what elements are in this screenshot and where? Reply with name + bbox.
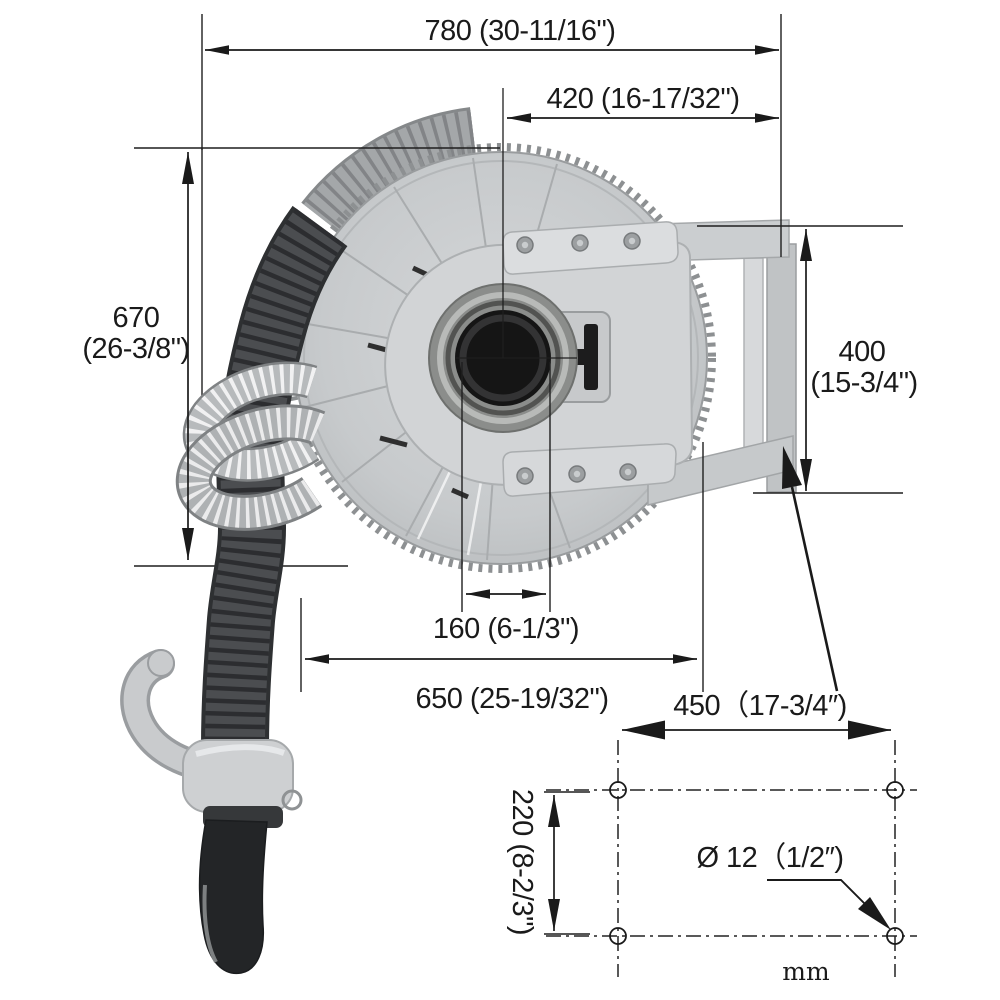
dim-400-label-in: (15-3/4"): [810, 367, 917, 399]
dim-670-label-in: (26-3/8"): [82, 333, 189, 365]
reel-inner-ring: [303, 160, 699, 556]
handle-assembly: [120, 649, 303, 975]
cuff-ring: [281, 789, 303, 811]
hole-leader-arrow: [767, 879, 891, 930]
dim-420-label: 420 (16-17/32"): [546, 83, 739, 115]
unit-label: mm: [782, 957, 830, 986]
hole-diameter-label: Ø 12（1/2″): [696, 842, 843, 874]
dimension-annotations: 780 (30-11/16") 420 (16-17/32") 670 (26-…: [82, 14, 918, 986]
hanging-hose: [201, 205, 348, 749]
bolt-pattern: 450（17-3/4″) 220 (8-2/3") Ø 12（1/2″) mm: [506, 690, 917, 986]
nozzle: [198, 819, 268, 975]
coiled-hose-arc: [301, 107, 477, 234]
dim-670-label-mm: 670: [113, 302, 160, 334]
dim-450-label: 450（17-3/4″): [673, 690, 847, 722]
bracket-inner-bar: [743, 257, 764, 469]
dim-220-label: 220 (8-2/3"): [506, 789, 538, 935]
bolt-holes: [609, 781, 904, 945]
disc-scratches: [416, 466, 484, 556]
dim-160-label: 160 (6-1/3"): [433, 613, 579, 645]
dim-400-label-mm: 400: [839, 336, 886, 368]
dim-650-label: 650 (25-19/32"): [415, 683, 608, 715]
bracket-leader-arrow: [782, 446, 839, 692]
hub-bottom-flange: [502, 443, 677, 497]
flange-bolts: [516, 232, 641, 485]
hook-tip: [147, 649, 175, 677]
dim-780-label: 780 (30-11/16"): [425, 15, 616, 47]
